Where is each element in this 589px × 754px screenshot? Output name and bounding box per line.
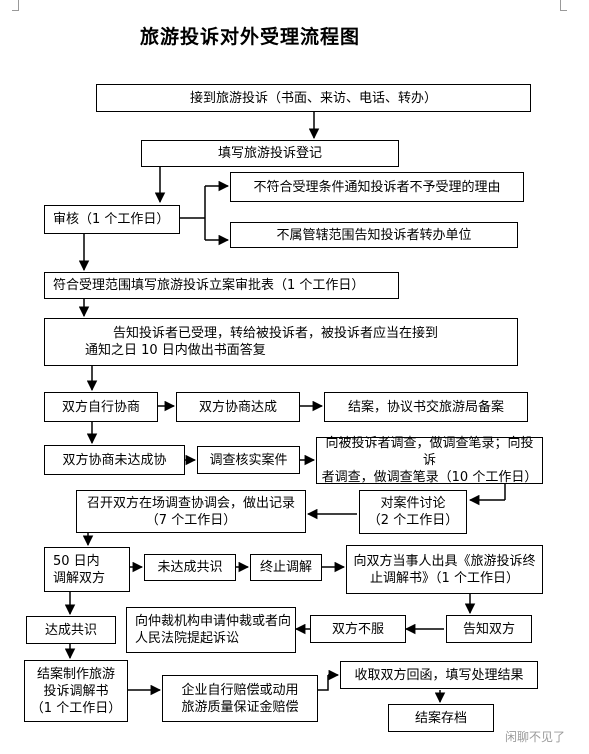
compensate-text-line1: 企业自行赔偿或动用 <box>181 682 299 698</box>
survey-text-line1: 向被投诉者调查，做调查笔录；向投诉 <box>325 436 534 468</box>
no-consensus-text: 未达成共识 <box>157 560 223 575</box>
watermark: 闲聊不见了 <box>505 730 566 744</box>
compensate-text-line2: 旅游质量保证金赔偿 <box>181 699 299 715</box>
arbitration-box: 向仲裁机构申请仲裁或者向 人民法院提起诉讼 <box>126 607 296 653</box>
line-compensate-up <box>318 675 329 691</box>
issue-termination-text-line2: 止调解书》（1 个工作日） <box>370 570 519 586</box>
self-negotiate-text: 双方自行协商 <box>61 399 140 415</box>
onsite-meeting-text-line2: （7 个工作日） <box>145 512 237 528</box>
mediate-box: 50 日内 调解双方 <box>44 547 130 592</box>
make-mediation-text-line3: （1 个工作日） <box>30 700 122 716</box>
page-corner-right <box>560 0 567 11</box>
self-negotiate-box: 双方自行协商 <box>44 392 158 422</box>
consensus-text: 达成共识 <box>44 622 97 638</box>
survey-box: 向被投诉者调查，做调查笔录；向投诉 者调查，做调查笔录（10 个工作日） <box>316 436 543 485</box>
receipt-box: 收取双方回函，填写处理结果 <box>340 661 538 689</box>
transfer-notice-box: 不属管辖范围告知投诉者转办单位 <box>230 222 518 248</box>
consensus-box: 达成共识 <box>26 616 116 644</box>
discuss-text-line2: （2 个工作日） <box>367 513 459 528</box>
receive-complaint-text: 接到旅游投诉（书面、来访、电话、转办） <box>189 90 437 106</box>
investigate-text: 调查核实案件 <box>209 452 288 468</box>
review-box: 审核（1 个工作日） <box>44 205 180 234</box>
mediate-text-line1: 50 日内 <box>53 553 100 569</box>
terminate-box: 终止调解 <box>250 554 322 581</box>
investigate-box: 调查核实案件 <box>197 446 300 474</box>
onsite-meeting-text-line1: 召开双方在场调查协调会，做出记录 <box>86 495 295 511</box>
terminate-text: 终止调解 <box>259 560 312 575</box>
approve-form-text: 符合受理范围填写旅游投诉立案审批表（1 个工作日） <box>53 278 365 293</box>
negotiate-agree-box: 双方协商达成 <box>176 392 300 422</box>
no-consensus-box: 未达成共识 <box>144 554 236 581</box>
page-corner-left <box>12 0 19 11</box>
issue-termination-box: 向双方当事人出具《旅游投诉终 止调解书》（1 个工作日） <box>346 545 543 594</box>
close-file-text: 结案，协议书交旅游局备案 <box>347 399 504 415</box>
close-file-box: 结案，协议书交旅游局备案 <box>324 392 528 422</box>
issue-termination-text-line1: 向双方当事人出具《旅游投诉终 <box>353 553 536 569</box>
mediate-text-line2: 调解双方 <box>53 570 106 586</box>
inform-box: 告知双方 <box>446 615 532 643</box>
archive-text: 结案存档 <box>414 710 467 726</box>
make-mediation-text-line2: 投诉调解书 <box>43 683 109 699</box>
review-text: 审核（1 个工作日） <box>53 212 170 227</box>
disagree-text: 双方不服 <box>331 621 384 637</box>
archive-box: 结案存档 <box>388 704 494 732</box>
arbitration-text-line1: 向仲裁机构申请仲裁或者向 <box>135 614 292 629</box>
discuss-box: 对案件讨论 （2 个工作日） <box>359 490 467 534</box>
survey-text-line2: 者调查，做调查笔录（10 个工作日） <box>321 470 538 485</box>
receipt-text: 收取双方回函，填写处理结果 <box>354 667 524 683</box>
notify-text-line1: 告知投诉者已受理，转给被投诉者，被投诉者应当在接到 <box>113 326 439 341</box>
approve-form-box: 符合受理范围填写旅游投诉立案审批表（1 个工作日） <box>44 272 399 299</box>
make-mediation-box: 结案制作旅游 投诉调解书 （1 个工作日） <box>24 660 128 722</box>
reject-notice-text: 不符合受理条件通知投诉者不予受理的理由 <box>253 179 501 195</box>
arbitration-text-line2: 人民法院提起诉讼 <box>135 631 240 646</box>
register-box: 填写旅游投诉登记 <box>141 140 399 167</box>
receive-complaint-box: 接到旅游投诉（书面、来访、电话、转办） <box>96 84 531 112</box>
onsite-meeting-box: 召开双方在场调查协调会，做出记录 （7 个工作日） <box>76 490 306 533</box>
inform-text: 告知双方 <box>462 621 515 637</box>
discuss-text-line1: 对案件讨论 <box>380 496 446 511</box>
negotiate-agree-text: 双方协商达成 <box>198 399 277 415</box>
notify-box: 告知投诉者已受理，转给被投诉者，被投诉者应当在接到 通知之日 10 日内做出书面… <box>44 318 518 366</box>
reject-notice-box: 不符合受理条件通知投诉者不予受理的理由 <box>230 172 524 202</box>
page-title: 旅游投诉对外受理流程图 <box>139 26 360 48</box>
disagree-box: 双方不服 <box>310 615 406 643</box>
negotiate-fail-box: 双方协商未达成协 <box>44 445 185 475</box>
negotiate-fail-text: 双方协商未达成协 <box>62 452 167 468</box>
compensate-box: 企业自行赔偿或动用 旅游质量保证金赔偿 <box>162 675 318 722</box>
transfer-notice-text: 不属管辖范围告知投诉者转办单位 <box>276 227 472 243</box>
register-text: 填写旅游投诉登记 <box>217 146 322 161</box>
notify-text-line2: 通知之日 10 日内做出书面答复 <box>85 343 266 358</box>
make-mediation-text-line1: 结案制作旅游 <box>36 666 115 682</box>
